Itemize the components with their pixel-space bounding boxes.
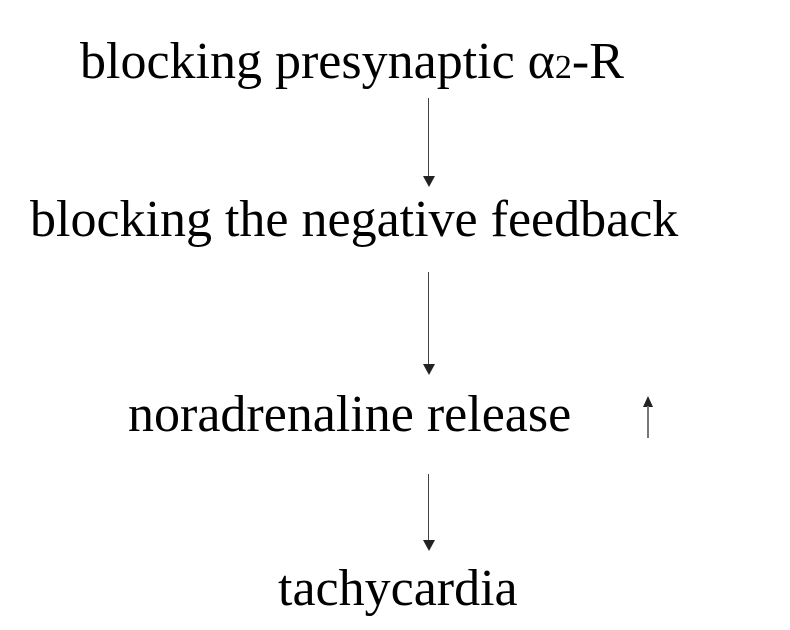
step-3-text: noradrenaline release (128, 386, 572, 443)
arrow-shaft (428, 272, 430, 364)
arrow-shaft (647, 406, 649, 438)
arrow-head (643, 396, 653, 407)
step-1-suffix: -R (571, 33, 624, 90)
arrow-up-icon (640, 396, 656, 440)
arrow-down-icon (421, 98, 437, 188)
step-tachycardia: tachycardia (278, 563, 518, 615)
arrow-down-icon (421, 272, 437, 376)
step-2-text: blocking the negative feedback (30, 191, 679, 248)
step-1-subscript: 2 (554, 49, 572, 86)
step-1-text: blocking presynaptic α (80, 33, 555, 90)
arrow-shaft (428, 474, 430, 540)
step-noradrenaline-release: noradrenaline release (128, 389, 571, 441)
arrow-head (423, 176, 435, 187)
arrow-head (423, 364, 435, 375)
arrow-shaft (428, 98, 430, 176)
arrow-head (423, 540, 435, 551)
step-blocking-presynaptic-alpha2-receptor: blocking presynaptic α2-R (80, 36, 624, 88)
step-4-text: tachycardia (278, 560, 518, 617)
step-blocking-negative-feedback: blocking the negative feedback (30, 194, 678, 246)
arrow-down-icon (421, 474, 437, 552)
